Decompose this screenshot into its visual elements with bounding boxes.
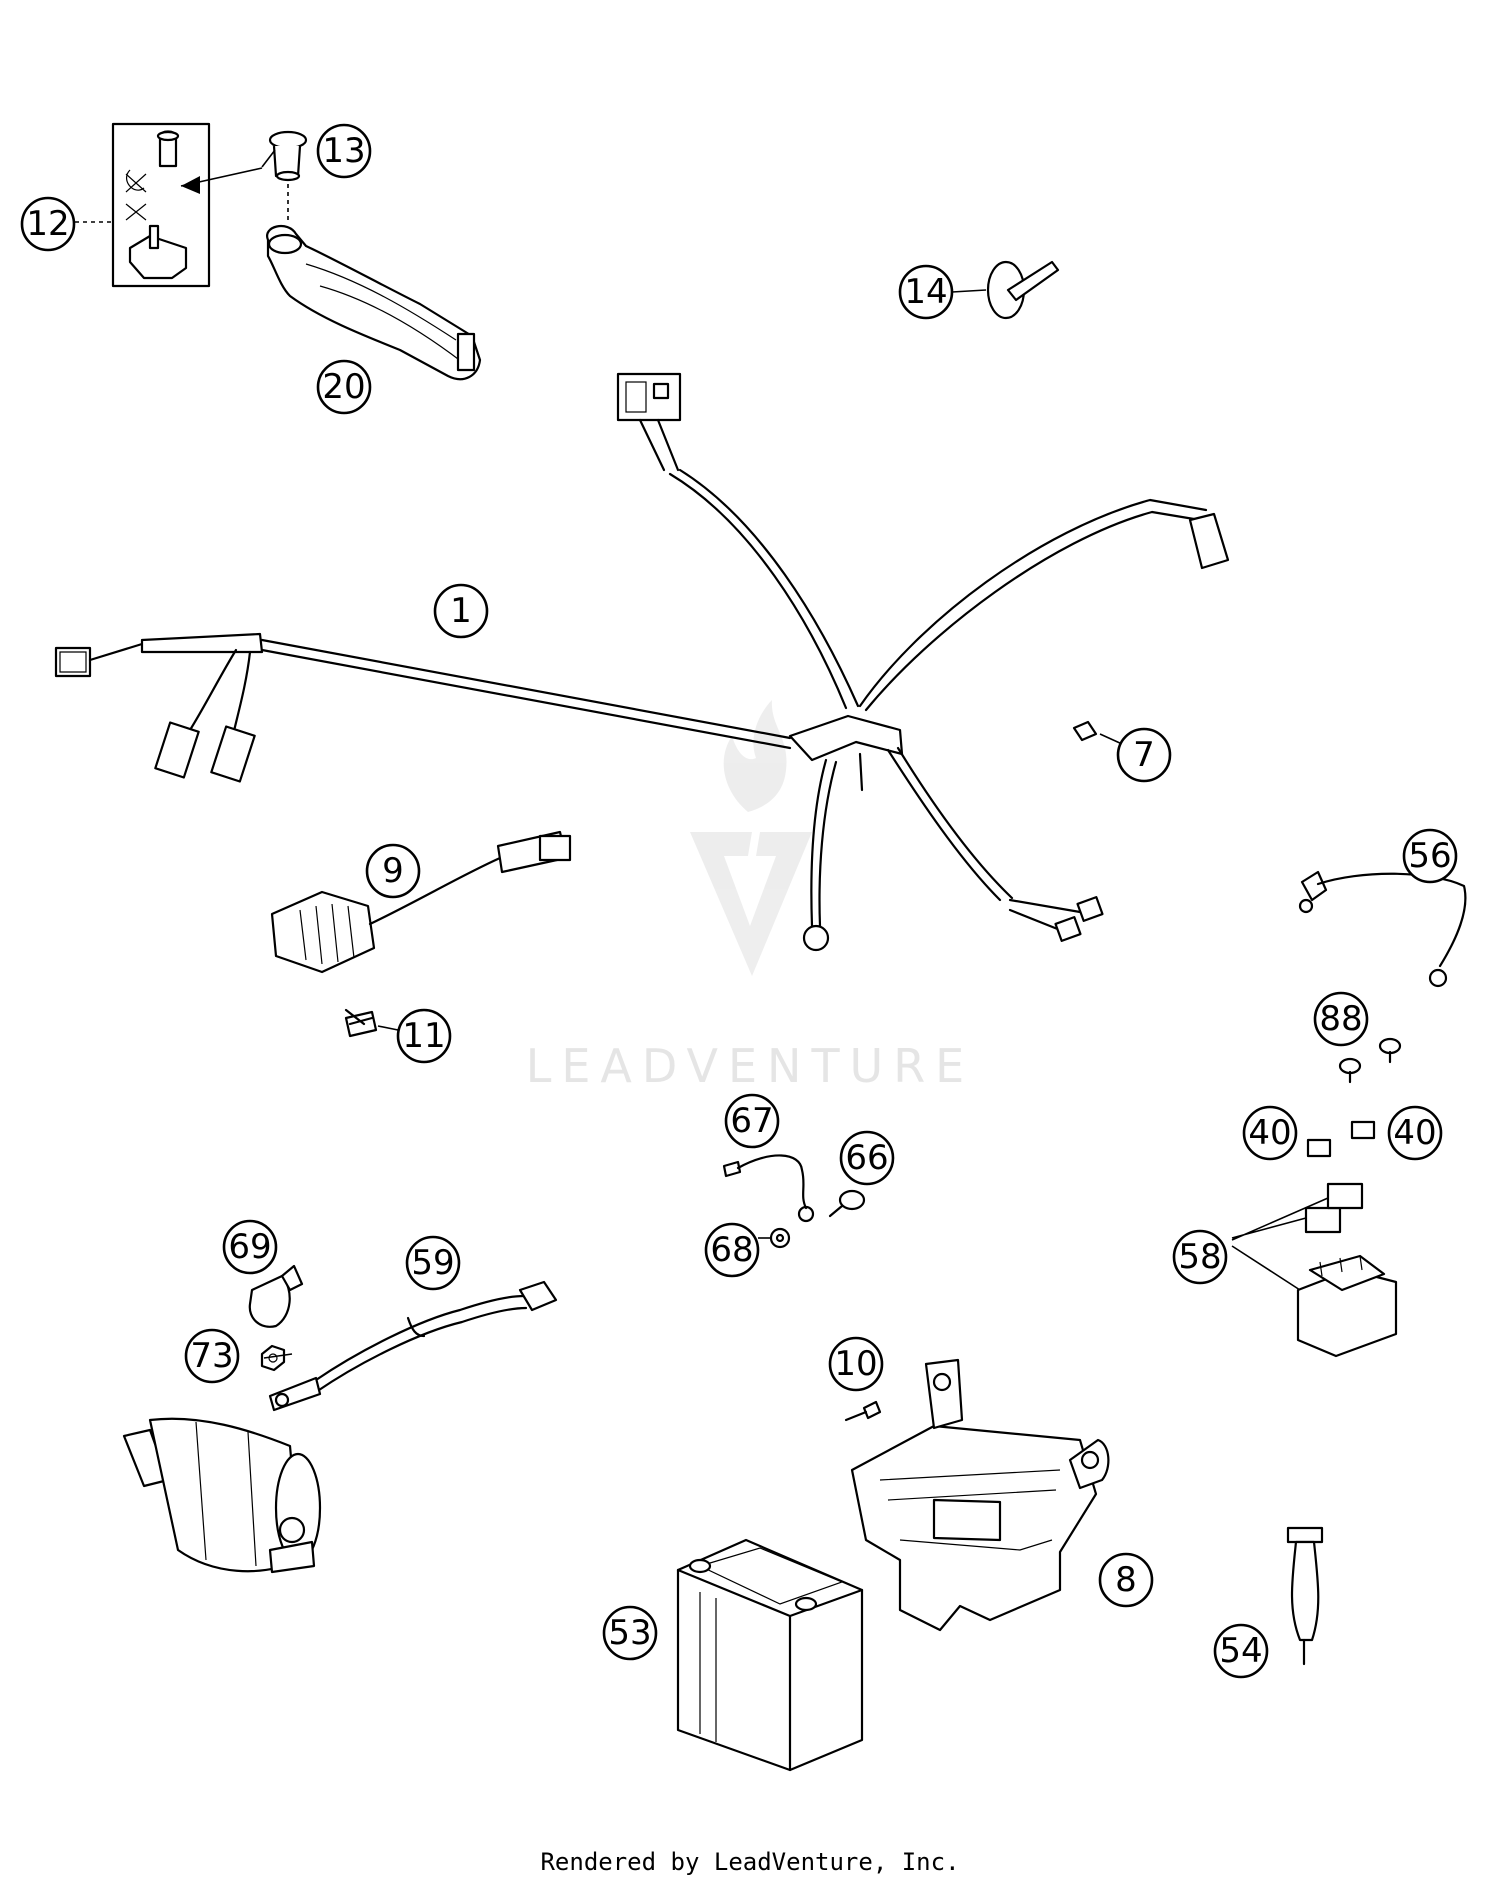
svg-text:40: 40 [1393, 1113, 1436, 1153]
cable-56-part [1298, 870, 1467, 988]
screw-10-part [844, 1400, 882, 1422]
callout-14: 14 [898, 264, 954, 320]
svg-text:56: 56 [1408, 836, 1451, 876]
clip-part [1072, 720, 1098, 742]
svg-text:53: 53 [608, 1613, 651, 1653]
switch-kit-part [111, 122, 263, 288]
boot-part [248, 1264, 304, 1328]
starter-relay-part [1296, 1182, 1398, 1358]
callout-59: 59 [405, 1235, 461, 1291]
starter-motor [122, 1417, 322, 1574]
callout-40-left: 40 [1242, 1105, 1298, 1161]
screw-11-part [344, 1008, 378, 1038]
footer-credit: Rendered by LeadVenture, Inc. [540, 1848, 960, 1876]
callout-67: 67 [724, 1093, 780, 1149]
leader-58 [1231, 1197, 1329, 1291]
screws-88-part [1338, 1037, 1402, 1084]
fuse-puller-part [1286, 1526, 1324, 1666]
callout-1: 1 [433, 583, 489, 639]
callout-20: 20 [316, 359, 372, 415]
callout-11: 11 [396, 1008, 452, 1064]
callout-54: 54 [1213, 1623, 1269, 1679]
fuses-40-part [1306, 1120, 1376, 1158]
starter-cable-part [268, 1280, 558, 1412]
svg-text:58: 58 [1178, 1237, 1221, 1277]
callout-13: 13 [316, 123, 372, 179]
svg-text:59: 59 [411, 1243, 454, 1283]
svg-text:40: 40 [1248, 1113, 1291, 1153]
svg-text:8: 8 [1115, 1560, 1137, 1600]
ground-cable-part [722, 1154, 815, 1223]
svg-text:1: 1 [450, 591, 472, 631]
callout-9: 9 [365, 843, 421, 899]
callout-40-right: 40 [1387, 1105, 1443, 1161]
cable-tie-part [986, 260, 1060, 320]
callout-8: 8 [1098, 1552, 1154, 1608]
svg-text:20: 20 [322, 367, 365, 407]
svg-text:88: 88 [1319, 999, 1362, 1039]
washer-68-part [769, 1227, 791, 1249]
callout-68: 68 [704, 1222, 760, 1278]
screw-66-part [828, 1189, 866, 1218]
leader-73 [263, 1353, 293, 1359]
battery-holder-part [850, 1358, 1110, 1632]
lever-part [266, 224, 482, 381]
svg-text:54: 54 [1219, 1631, 1262, 1671]
svg-text:12: 12 [26, 204, 69, 244]
callout-73: 73 [184, 1328, 240, 1384]
leader-14 [951, 289, 987, 293]
watermark-text: LEADVENTURE [526, 1039, 975, 1093]
leader-7 [1099, 733, 1123, 745]
callout-88: 88 [1313, 991, 1369, 1047]
svg-text:66: 66 [845, 1138, 888, 1178]
callout-69: 69 [222, 1219, 278, 1275]
callout-56: 56 [1402, 828, 1458, 884]
svg-text:7: 7 [1133, 735, 1155, 775]
svg-text:13: 13 [322, 131, 365, 171]
callout-58: 58 [1172, 1229, 1228, 1285]
regulator-part [270, 830, 572, 974]
leader-13 [261, 149, 276, 168]
callout-7: 7 [1116, 727, 1172, 783]
battery-part [676, 1538, 864, 1772]
cap-part [268, 130, 308, 222]
svg-text:14: 14 [904, 272, 947, 312]
svg-text:9: 9 [382, 851, 404, 891]
svg-text:69: 69 [228, 1227, 271, 1267]
callout-66: 66 [839, 1130, 895, 1186]
svg-text:68: 68 [710, 1230, 753, 1270]
callout-53: 53 [602, 1605, 658, 1661]
leader-11 [377, 1025, 399, 1031]
svg-text:10: 10 [834, 1344, 877, 1384]
wiring-harness-part [54, 372, 1230, 952]
callout-10: 10 [828, 1336, 884, 1392]
svg-text:11: 11 [402, 1016, 445, 1056]
svg-text:67: 67 [730, 1101, 773, 1141]
leadventure-watermark: LEADVENTURE [526, 700, 975, 1093]
svg-text:73: 73 [190, 1336, 233, 1376]
callout-12: 12 [20, 196, 76, 252]
